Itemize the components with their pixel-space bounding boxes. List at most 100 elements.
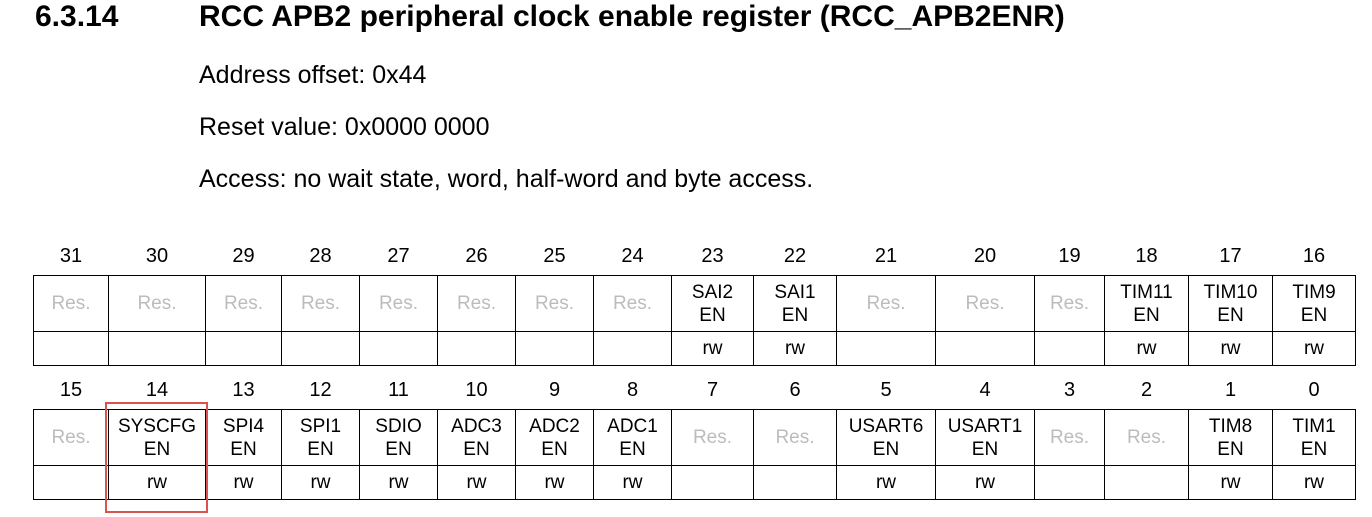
field-label-line: EN [699, 304, 726, 326]
bit-number-24: 24 [621, 245, 644, 267]
access-type-bit-8: rw [593, 465, 672, 500]
access-type-bit-20 [935, 331, 1035, 366]
field-label-line: SAI1 [774, 281, 816, 303]
field-label-line: Res. [378, 293, 419, 314]
access-type-bit-13: rw [205, 465, 282, 500]
field-label-line: TIM10 [1203, 281, 1258, 303]
access-type-bit-25 [515, 331, 594, 366]
reserved-field-bit-7: Res. [671, 409, 754, 466]
field-label-line: Res. [866, 293, 906, 314]
field-label-line: SYSCFG [117, 415, 197, 437]
field-label-line: Res. [137, 293, 177, 314]
reset-value-text: Reset value: 0x0000 0000 [199, 113, 490, 141]
access-type-bit-28 [281, 331, 360, 366]
field-label-line: SAI2 [691, 281, 734, 303]
bit-number-8: 8 [626, 379, 639, 401]
field-label-line: Res. [223, 293, 264, 314]
access-type-bit-1: rw [1188, 465, 1273, 500]
bit-number-3: 3 [1063, 379, 1076, 401]
field-label-line: Res. [775, 427, 815, 448]
field-label-line: EN [1217, 438, 1244, 460]
access-type-bit-19 [1034, 331, 1105, 366]
access-type-bit-2 [1104, 465, 1189, 500]
field-label-line: TIM1 [1292, 415, 1336, 437]
field-label-line: USART6 [848, 415, 924, 437]
field-label-line: Res. [1049, 293, 1090, 314]
field-label-line: ADC1 [607, 415, 658, 437]
bit-number-31: 31 [59, 245, 83, 267]
syscfgen-highlight-box [105, 402, 208, 513]
field-label-line: Res. [534, 293, 575, 314]
field-label-line: Res. [612, 293, 653, 314]
reserved-field-bit-27: Res. [359, 275, 438, 332]
bit-number-14: 14 [145, 379, 169, 401]
field-label-line: Res. [692, 427, 733, 448]
reserved-field-bit-29: Res. [205, 275, 282, 332]
access-type-bit-17: rw [1188, 331, 1273, 366]
access-type-bit-22: rw [753, 331, 837, 366]
reserved-field-bit-20: Res. [935, 275, 1035, 332]
bit-number-10: 10 [465, 379, 488, 401]
bit-number-6: 6 [789, 379, 801, 401]
bit-number-29: 29 [232, 245, 255, 267]
bit-number-4: 4 [979, 379, 991, 401]
access-type-bit-16: rw [1272, 331, 1356, 366]
field-label-line: ADC2 [529, 415, 580, 437]
access-text: Access: no wait state, word, half-word a… [199, 165, 814, 193]
bit-number-17: 17 [1219, 245, 1242, 267]
field-label-line: Res. [51, 427, 91, 448]
access-type-bit-14: rw [108, 465, 206, 500]
access-type-bit-29 [205, 331, 282, 366]
field-label-line: Res. [1049, 427, 1090, 448]
reserved-field-bit-3: Res. [1034, 409, 1105, 466]
bit-number-1: 1 [1224, 379, 1237, 401]
field-label-line: EN [1300, 304, 1328, 326]
field-label-line: TIM9 [1292, 281, 1336, 303]
access-type-bit-26 [437, 331, 516, 366]
field-label-line: SPI4 [222, 415, 265, 437]
reserved-field-bit-6: Res. [753, 409, 837, 466]
field-label-line: EN [143, 438, 171, 460]
access-type-bit-15 [33, 465, 109, 500]
field-label-line: SDIO [375, 415, 422, 437]
bit-number-26: 26 [465, 245, 488, 267]
field-label-line: EN [619, 438, 646, 460]
access-type-bit-23: rw [671, 331, 754, 366]
bit-number-5: 5 [880, 379, 892, 401]
field-label-line: EN [541, 438, 568, 460]
access-type-bit-0: rw [1272, 465, 1356, 500]
bit-number-0: 0 [1308, 379, 1320, 401]
section-number: 6.3.14 [35, 0, 119, 33]
reserved-field-bit-28: Res. [281, 275, 360, 332]
field-label-line: EN [872, 438, 900, 460]
bit-number-12: 12 [309, 379, 332, 401]
reserved-field-bit-21: Res. [836, 275, 936, 332]
access-type-bit-12: rw [281, 465, 360, 500]
field-label-line: Res. [300, 293, 341, 314]
field-label-line: TIM11 [1120, 281, 1173, 303]
access-type-bit-24 [593, 331, 672, 366]
field-label-line: EN [971, 438, 999, 460]
access-type-bit-18: rw [1104, 331, 1189, 366]
reserved-field-bit-19: Res. [1034, 275, 1105, 332]
bit-number-20: 20 [973, 245, 997, 267]
access-type-bit-30 [108, 331, 206, 366]
field-label-line: ADC3 [451, 415, 502, 437]
field-label-line: Res. [456, 293, 497, 314]
bit-number-2: 2 [1140, 379, 1153, 401]
field-label-line: EN [781, 304, 809, 326]
bit-number-23: 23 [701, 245, 724, 267]
field-label-line: USART1 [947, 415, 1023, 437]
field-label-line: Res. [1126, 427, 1167, 448]
reserved-field-bit-26: Res. [437, 275, 516, 332]
bit-number-16: 16 [1302, 245, 1326, 267]
field-label-line: EN [1300, 438, 1328, 460]
bit-number-9: 9 [548, 379, 561, 401]
